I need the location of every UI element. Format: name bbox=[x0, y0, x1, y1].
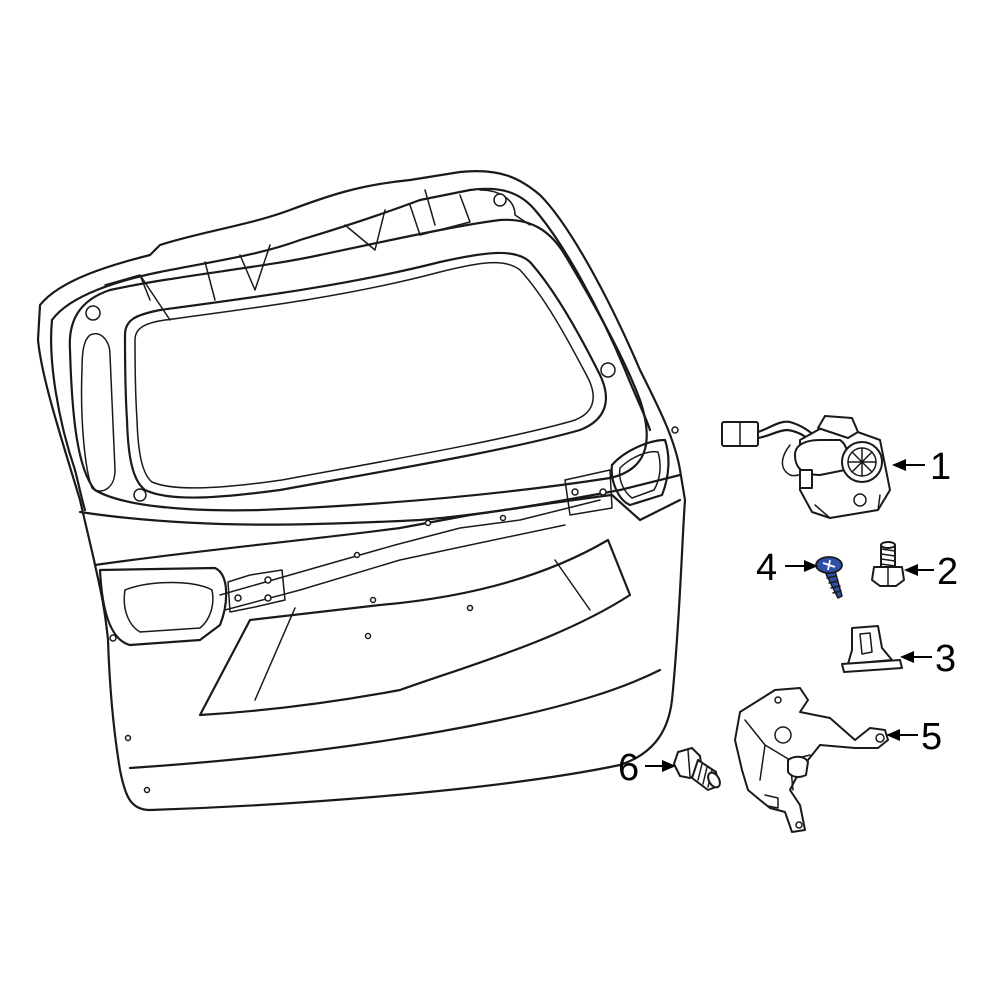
hole bbox=[493, 193, 507, 207]
left-access-opening bbox=[80, 333, 116, 492]
callout-4-arrowhead bbox=[804, 560, 818, 572]
callout-6-label: 6 bbox=[618, 747, 639, 789]
hole bbox=[466, 604, 474, 612]
callout-5-label: 5 bbox=[921, 716, 942, 758]
mount-bracket-right bbox=[564, 469, 613, 516]
hole bbox=[353, 551, 361, 559]
hole bbox=[133, 488, 147, 502]
bracket-5-boss bbox=[787, 755, 809, 778]
actuator-mount-hole bbox=[853, 493, 867, 507]
bracket-5-hole bbox=[774, 726, 792, 744]
screw-4-shank bbox=[824, 570, 843, 600]
callout-1-label: 1 bbox=[930, 446, 951, 488]
recess-inner-line bbox=[254, 559, 591, 701]
callout-3-arrowhead bbox=[900, 651, 914, 663]
liftgate-inner-frame bbox=[50, 187, 652, 432]
bracket-5-tab bbox=[764, 794, 779, 809]
bolt-6-flat bbox=[687, 749, 691, 777]
actuator-foot bbox=[799, 469, 813, 489]
hole bbox=[143, 786, 151, 794]
hole bbox=[369, 596, 377, 604]
part-4-screw[interactable] bbox=[815, 556, 843, 600]
callout-5-arrowhead bbox=[886, 729, 900, 741]
hole bbox=[264, 576, 272, 584]
bolt-6-tip bbox=[707, 771, 721, 789]
clip-3-base bbox=[841, 659, 903, 673]
reinforcement-rail bbox=[219, 499, 601, 611]
bolt-2-threads bbox=[880, 548, 896, 567]
upper-gusset-left bbox=[104, 274, 171, 321]
rear-glass bbox=[123, 251, 608, 499]
hole bbox=[499, 514, 507, 522]
lower-left-cavity bbox=[98, 566, 228, 647]
callout-2: 2 bbox=[904, 551, 958, 593]
liftgate-bottom-hem bbox=[128, 668, 662, 770]
actuator-top-tab bbox=[817, 415, 859, 439]
callout-4-label: 4 bbox=[756, 547, 777, 589]
hole bbox=[264, 594, 272, 602]
callout-3-label: 3 bbox=[935, 638, 956, 680]
liftgate-lower-panel-top bbox=[93, 493, 682, 567]
bracket-5-hole-small bbox=[875, 733, 885, 743]
hole bbox=[109, 634, 117, 642]
hole bbox=[424, 519, 432, 527]
liftgate-outer-outline bbox=[36, 170, 687, 812]
part-6-bolt[interactable] bbox=[673, 747, 722, 791]
upper-gusset-right bbox=[409, 189, 471, 236]
hole bbox=[571, 488, 579, 496]
callout-2-label: 2 bbox=[937, 551, 958, 593]
bracket-5-hole bbox=[774, 696, 782, 704]
part-3-clip[interactable] bbox=[841, 625, 903, 673]
hole bbox=[364, 632, 372, 640]
liftgate-left-panel bbox=[50, 318, 87, 512]
lower-left-cavity-inner bbox=[123, 581, 214, 633]
license-plate-recess bbox=[198, 538, 632, 717]
hole bbox=[234, 594, 242, 602]
screw-4-threads bbox=[826, 575, 842, 594]
hole bbox=[671, 426, 679, 434]
callout-2-arrowhead bbox=[904, 564, 918, 576]
right-light-cavity-inner bbox=[618, 450, 661, 499]
hole bbox=[124, 734, 132, 742]
upper-gusset-right-2 bbox=[479, 189, 531, 226]
mount-bracket-left bbox=[227, 569, 286, 613]
callout-6: 6 bbox=[618, 747, 676, 789]
actuator-base-plate bbox=[814, 494, 881, 519]
callout-1-arrowhead bbox=[892, 459, 906, 471]
liftgate-beltline bbox=[78, 473, 682, 526]
liftgate-assembly bbox=[36, 170, 687, 812]
gear-spokes bbox=[847, 447, 877, 477]
part-1-liftgate-lock-actuator[interactable] bbox=[721, 415, 891, 519]
callout-3: 3 bbox=[900, 638, 956, 680]
screw-4-phillips bbox=[822, 559, 836, 571]
part-5-bracket[interactable] bbox=[734, 687, 889, 833]
rear-glass-inner bbox=[134, 261, 594, 489]
hole bbox=[600, 362, 616, 378]
window-surround bbox=[68, 218, 648, 512]
callout-4: 4 bbox=[756, 547, 818, 589]
callout-5: 5 bbox=[886, 716, 942, 758]
callout-1: 1 bbox=[892, 446, 951, 488]
bracket-5-body bbox=[734, 687, 889, 833]
clip-3-body bbox=[847, 625, 893, 665]
upper-gusset-mid bbox=[204, 209, 386, 301]
clip-3-slot bbox=[859, 632, 873, 655]
hole bbox=[599, 488, 607, 496]
part-2-bolt[interactable] bbox=[871, 541, 905, 587]
bolt-2-tip bbox=[880, 541, 896, 549]
bracket-5-hole bbox=[795, 821, 803, 829]
hole bbox=[85, 305, 101, 321]
callout-6-arrowhead bbox=[662, 760, 676, 772]
